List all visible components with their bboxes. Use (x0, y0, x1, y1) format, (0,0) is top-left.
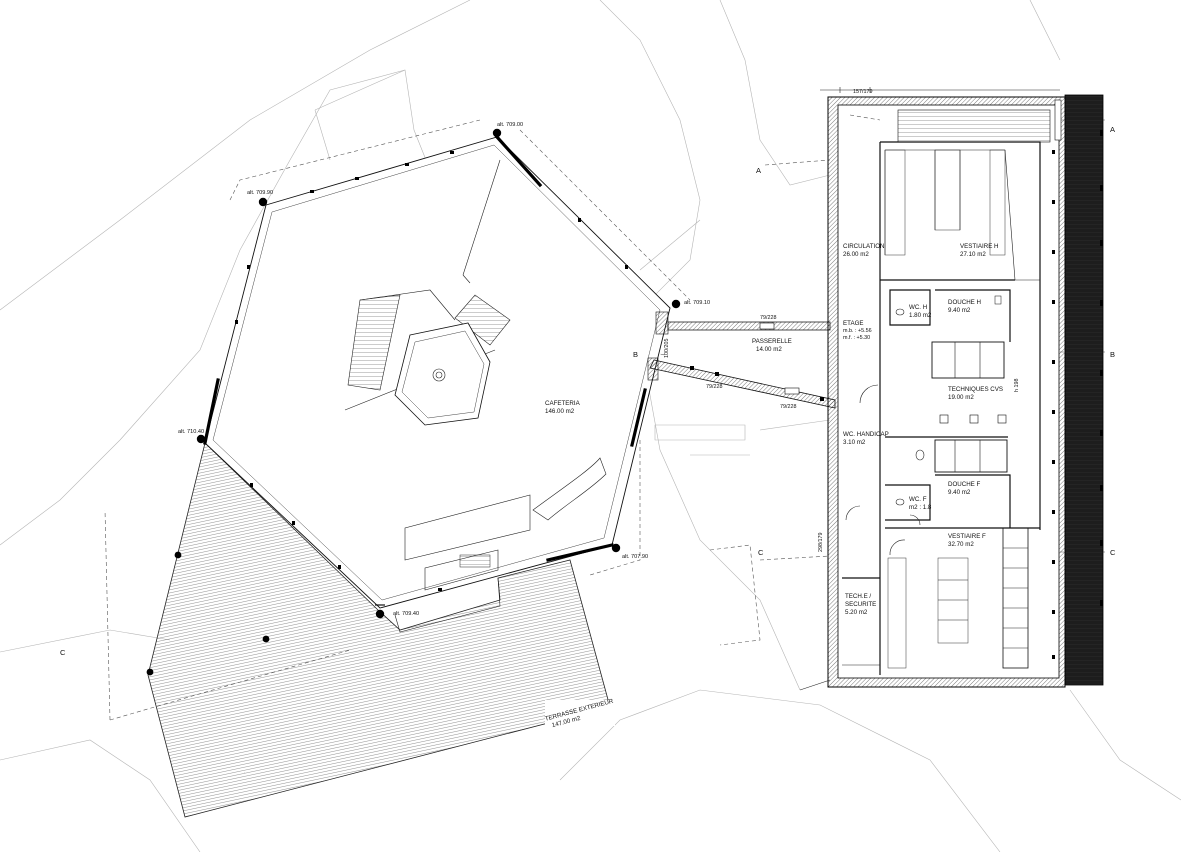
etage-mf: m.f. : +5.30 (843, 335, 870, 341)
dimension-label: 157/179 (853, 89, 873, 95)
dimension-label: 79/228 (780, 404, 797, 410)
room-wc-h-area: 1.80 m2 (909, 312, 932, 319)
room-vestiaire-h: VESTIAIRE H 27.10 m2 (960, 243, 999, 258)
room-douche-h: DOUCHE H 9.40 m2 (948, 299, 981, 314)
section-marker-c: C (758, 548, 764, 557)
room-douche-f-area: 9.40 m2 (948, 489, 971, 496)
room-passerelle-area: 14.00 m2 (756, 346, 782, 353)
room-wc-handicap-area: 3.10 m2 (843, 439, 866, 446)
room-wc-f: WC. F m2 : 1.8 (909, 496, 932, 511)
altitude-label: alt. 709.40 (393, 611, 419, 617)
room-labels: CAFETERIA 146.00 m2 TERRASSE EXTERIEUR 1… (544, 243, 1003, 729)
room-circulation-name: CIRCULATION (843, 243, 884, 250)
room-passerelle: PASSERELLE 14.00 m2 (752, 338, 792, 353)
altitude-label: alt. 710.40 (178, 429, 204, 435)
section-marker-c: C (60, 648, 66, 657)
dimension-label: 79/228 (760, 315, 777, 321)
room-vestiaire-f-area: 32.70 m2 (948, 541, 974, 548)
section-markers: A A B B C C C (60, 125, 1116, 657)
room-tech-securite: TECH.E / SECURITE 5.20 m2 (845, 593, 876, 616)
altitude-label: alt. 709.10 (684, 300, 710, 306)
room-techniques-area: 19.00 m2 (948, 394, 974, 401)
room-douche-f-name: DOUCHE F (948, 481, 981, 488)
dimension-label: 100/205 (664, 339, 670, 359)
section-marker-a: A (1110, 125, 1115, 134)
etage-level-info: ETAGE m.b. : +5.56 m.f. : +5.30 (843, 320, 872, 341)
room-vestiaire-f: VESTIAIRE F 32.70 m2 (948, 533, 986, 548)
room-wc-handicap: WC. HANDICAP 3.10 m2 (843, 431, 889, 446)
room-passerelle-name: PASSERELLE (752, 338, 792, 345)
section-marker-b: B (1110, 350, 1115, 359)
room-circulation: CIRCULATION 26.00 m2 (843, 243, 884, 258)
room-circulation-area: 26.00 m2 (843, 251, 869, 258)
room-douche-f: DOUCHE F 9.40 m2 (948, 481, 981, 496)
dimension-label: 298/179 (818, 533, 824, 553)
section-marker-a: A (756, 166, 761, 175)
etage-title: ETAGE (843, 320, 864, 327)
section-marker-b: B (633, 350, 638, 359)
cafeteria-pavilion (196, 128, 681, 633)
room-techniques: TECHNIQUES CVS 19.00 m2 (948, 386, 1003, 401)
room-cafeteria: CAFETERIA 146.00 m2 (545, 400, 581, 415)
passerelle-bridges (647, 311, 836, 409)
altitude-label: alt. 707.90 (622, 554, 648, 560)
room-tech-securite-area: 5.20 m2 (845, 609, 868, 616)
room-vestiaire-h-area: 27.10 m2 (960, 251, 986, 258)
altitude-labels: alt. 709.00 alt. 709.90 alt. 709.10 alt.… (178, 122, 710, 617)
room-wc-f-name: WC. F (909, 496, 927, 503)
altitude-label: alt. 709.90 (247, 190, 273, 196)
dimension-label: h 198 (1014, 379, 1020, 393)
room-wc-h-name: WC. H (909, 304, 927, 311)
terrace-deck (146, 442, 615, 818)
room-techniques-name: TECHNIQUES CVS (948, 386, 1003, 393)
dimension-label: 79/228 (706, 384, 723, 390)
altitude-label: alt. 709.00 (497, 122, 523, 128)
room-cafeteria-area: 146.00 m2 (545, 408, 575, 415)
room-wc-h: WC. H 1.80 m2 (909, 304, 932, 319)
room-wc-f-area: m2 : 1.8 (909, 504, 932, 511)
room-douche-h-name: DOUCHE H (948, 299, 981, 306)
room-wc-handicap-name: WC. HANDICAP (843, 431, 889, 438)
room-tech-securite-line2: SECURITE (845, 601, 876, 608)
section-marker-c: C (1110, 548, 1116, 557)
room-cafeteria-name: CAFETERIA (545, 400, 581, 407)
etage-mb: m.b. : +5.56 (843, 328, 872, 334)
room-vestiaire-f-name: VESTIAIRE F (948, 533, 986, 540)
room-tech-securite-line1: TECH.E / (845, 593, 871, 600)
dimension-labels: 157/179 79/228 79/228 79/228 100/205 298… (664, 89, 1020, 552)
room-vestiaire-h-name: VESTIAIRE H (960, 243, 999, 250)
main-building (799, 87, 1104, 691)
room-douche-h-area: 9.40 m2 (948, 307, 971, 314)
